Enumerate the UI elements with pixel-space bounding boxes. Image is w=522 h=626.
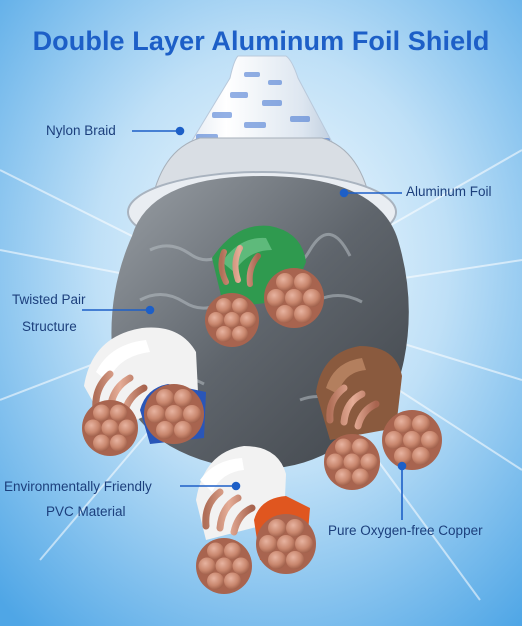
conductor-end-1: [205, 293, 259, 347]
label-pvc-line1: Environmentally Friendly: [4, 479, 152, 494]
leader-dot-pvc: [231, 481, 241, 491]
label-twisted-pair-line1: Twisted Pair: [12, 292, 86, 307]
leader-dot-twist: [145, 305, 155, 315]
conductor-end-8: [256, 514, 316, 574]
label-nylon-braid: Nylon Braid: [46, 123, 116, 138]
leader-dot-nylon: [175, 126, 185, 136]
conductor-end-4: [144, 384, 204, 444]
copper-strands: [92, 245, 380, 536]
label-pvc-line2: PVC Material: [46, 504, 126, 519]
label-copper: Pure Oxygen-free Copper: [328, 523, 483, 538]
callout-leaders: [82, 126, 407, 520]
conductor-end-2: [264, 268, 324, 328]
conductor-end-7: [196, 538, 252, 594]
label-aluminum-foil: Aluminum Foil: [406, 184, 492, 199]
conductor-end-3: [82, 400, 138, 456]
leader-dot-foil: [339, 188, 349, 198]
leader-dot-copper: [397, 461, 407, 471]
label-twisted-pair-line2: Structure: [22, 319, 77, 334]
conductor-end-6: [382, 410, 442, 470]
page-title: Double Layer Aluminum Foil Shield: [32, 26, 490, 56]
conductor-end-5: [324, 434, 380, 490]
